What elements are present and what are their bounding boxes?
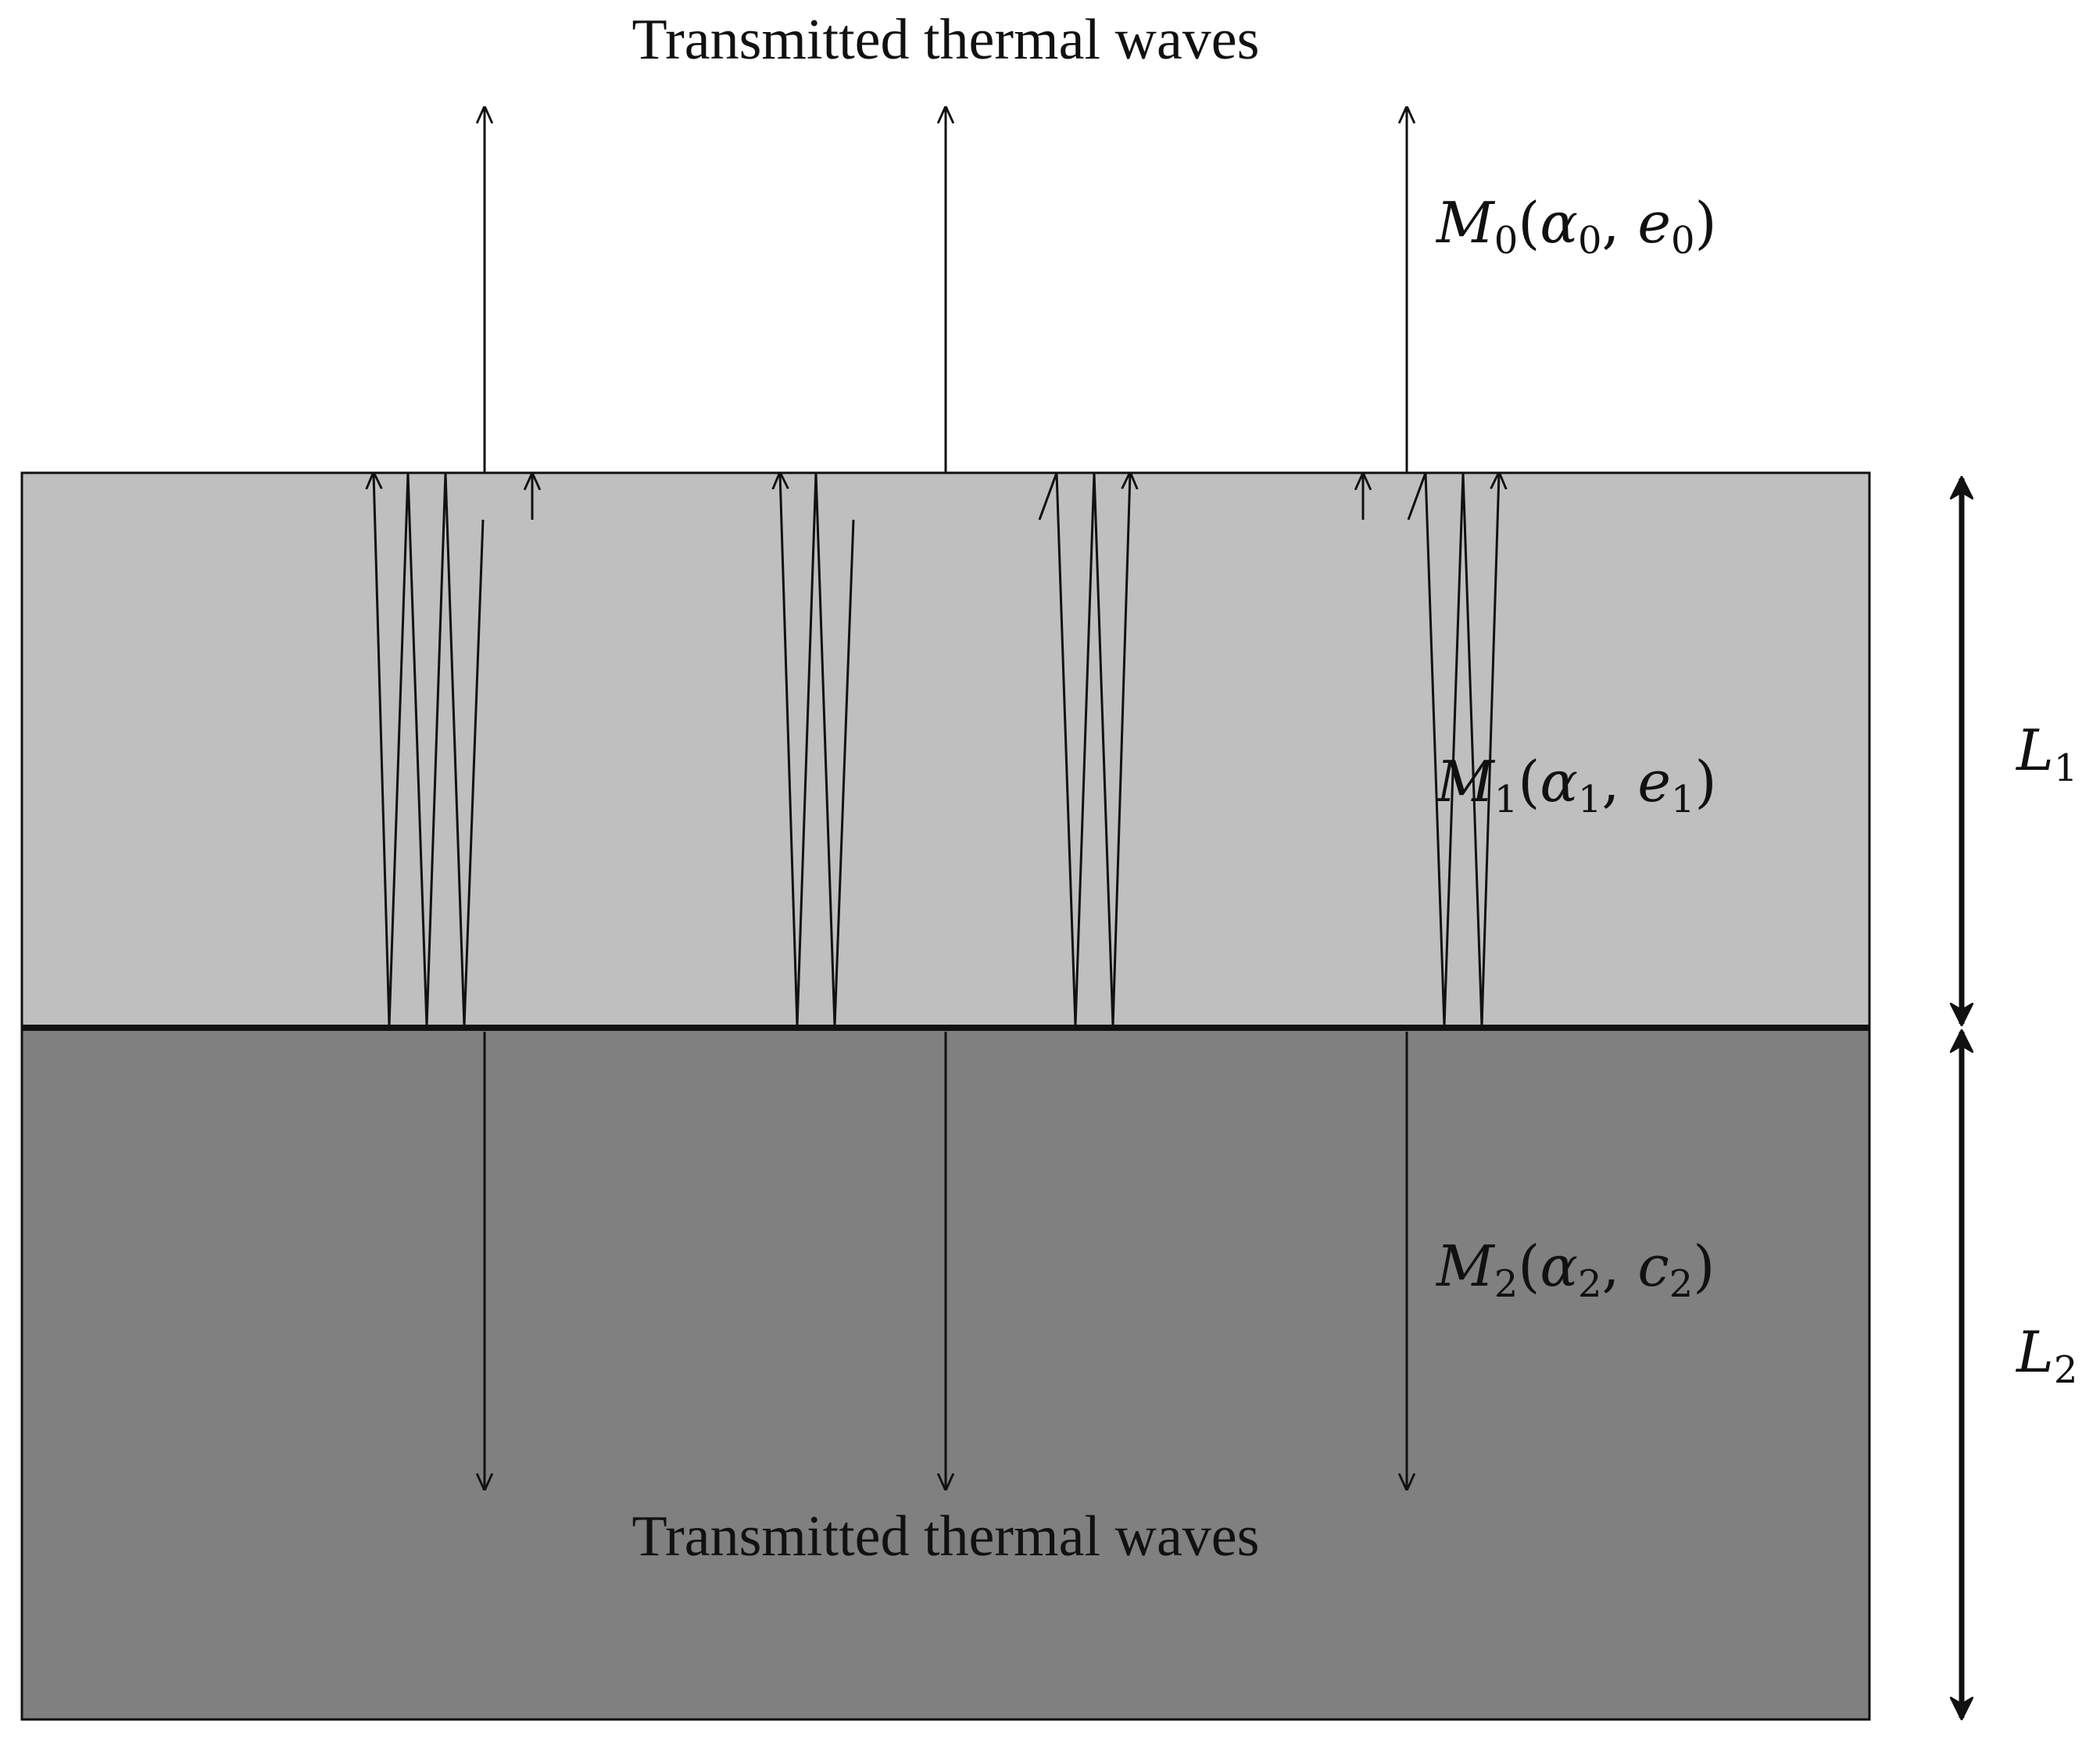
- internal-reflections: [374, 473, 1499, 1027]
- thickness-l2-label: L2: [2015, 1319, 2077, 1392]
- bottom-caption: Transmitted thermal waves: [632, 1505, 1260, 1569]
- medium-2-label: M2(α2, c2): [1435, 1233, 1715, 1306]
- top-caption: Transmitted thermal waves: [632, 8, 1260, 72]
- reflection-path-2: [780, 473, 855, 1027]
- upward-transmitted-arrows: [485, 108, 1407, 473]
- reflection-path-4: [1407, 473, 1499, 1027]
- downward-transmitted-arrows: [485, 1032, 1407, 1489]
- thickness-l1-label: L1: [2015, 717, 2077, 790]
- medium-0-label: M0(α0, e0): [1435, 190, 1717, 263]
- reflection-path-1: [374, 473, 485, 1027]
- reflection-path-3: [1038, 473, 1130, 1027]
- layer-m1: [20, 471, 1871, 1029]
- medium-1-label: M1(α1, e1): [1435, 749, 1717, 821]
